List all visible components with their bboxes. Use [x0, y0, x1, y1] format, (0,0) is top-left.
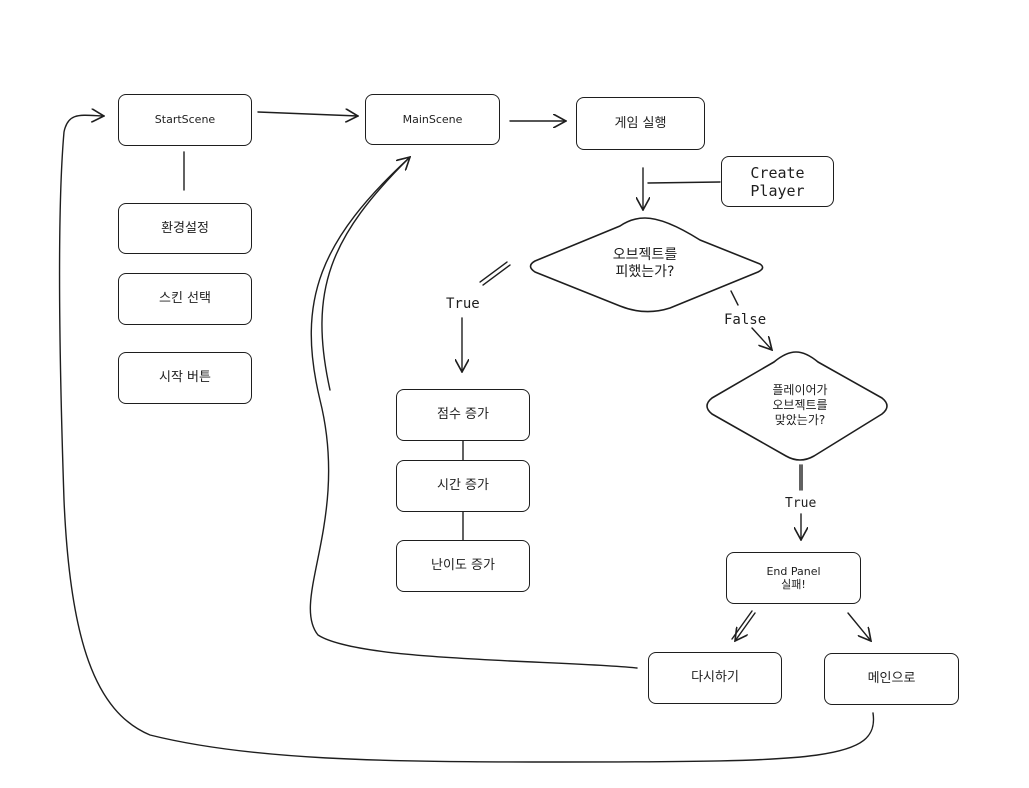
settings-node[interactable]: 환경설정	[118, 203, 252, 254]
edge-retry-to-main-b	[321, 156, 411, 391]
edge-end-to-retry-b	[731, 610, 753, 640]
difficulty-up-label: 난이도 증가	[431, 558, 495, 574]
main-scene-label: MainScene	[402, 112, 463, 126]
create-player-node[interactable]: Create Player	[721, 156, 834, 207]
edge-label-false: False	[724, 312, 767, 328]
end-panel-subtitle: 실패!	[781, 578, 806, 591]
start-button-label: 시작 버튼	[159, 370, 211, 386]
skin-select-label: 스킨 선택	[159, 291, 211, 307]
edge-start-to-main	[257, 112, 358, 116]
difficulty-up-node[interactable]: 난이도 증가	[396, 540, 530, 592]
edge-create-player	[647, 181, 721, 184]
time-up-node[interactable]: 시간 증가	[396, 460, 530, 512]
edge-true-left-a	[482, 264, 511, 286]
edge-true-left-b	[479, 261, 508, 283]
edge-tomain-to-start	[58, 115, 875, 763]
edge-end-to-retry	[735, 612, 756, 641]
retry-node[interactable]: 다시하기	[648, 652, 782, 704]
edge-false-b	[751, 327, 772, 350]
avoid-check-label: 오브젝트를 피했는가?	[612, 246, 678, 281]
avoid-check-diamond	[529, 217, 764, 313]
edge-retry-to-main	[309, 157, 638, 669]
retry-label: 다시하기	[691, 670, 739, 686]
hit-check-label: 플레이어가 오브젝트를 맞았는가?	[772, 382, 828, 427]
score-up-node[interactable]: 점수 증가	[396, 389, 530, 441]
run-game-node[interactable]: 게임 실행	[576, 97, 705, 150]
edge-end-to-main	[847, 612, 871, 641]
to-main-node[interactable]: 메인으로	[824, 653, 959, 705]
edge-label-true-down: True	[785, 496, 817, 511]
score-up-label: 점수 증가	[437, 407, 489, 423]
edge-false-a	[730, 290, 739, 306]
create-player-label: Create Player	[750, 163, 805, 200]
hit-check-text: 플레이어가 오브젝트를 맞았는가?	[740, 376, 860, 434]
start-button-node[interactable]: 시작 버튼	[118, 352, 252, 404]
edge-label-true-left: True	[446, 296, 480, 312]
run-game-label: 게임 실행	[614, 115, 667, 131]
to-main-label: 메인으로	[867, 671, 916, 687]
start-scene-label: StartScene	[154, 113, 216, 127]
start-scene-node[interactable]: StartScene	[118, 94, 252, 146]
end-panel-title: End Panel	[766, 564, 821, 578]
time-up-label: 시간 증가	[437, 478, 489, 494]
main-scene-node[interactable]: MainScene	[365, 94, 500, 145]
hit-check-diamond	[706, 351, 888, 461]
avoid-check-text: 오브젝트를 피했는가?	[580, 240, 710, 288]
settings-label: 환경설정	[161, 220, 209, 236]
skin-select-node[interactable]: 스킨 선택	[118, 273, 252, 325]
end-panel-node[interactable]: End Panel 실패!	[726, 552, 861, 604]
